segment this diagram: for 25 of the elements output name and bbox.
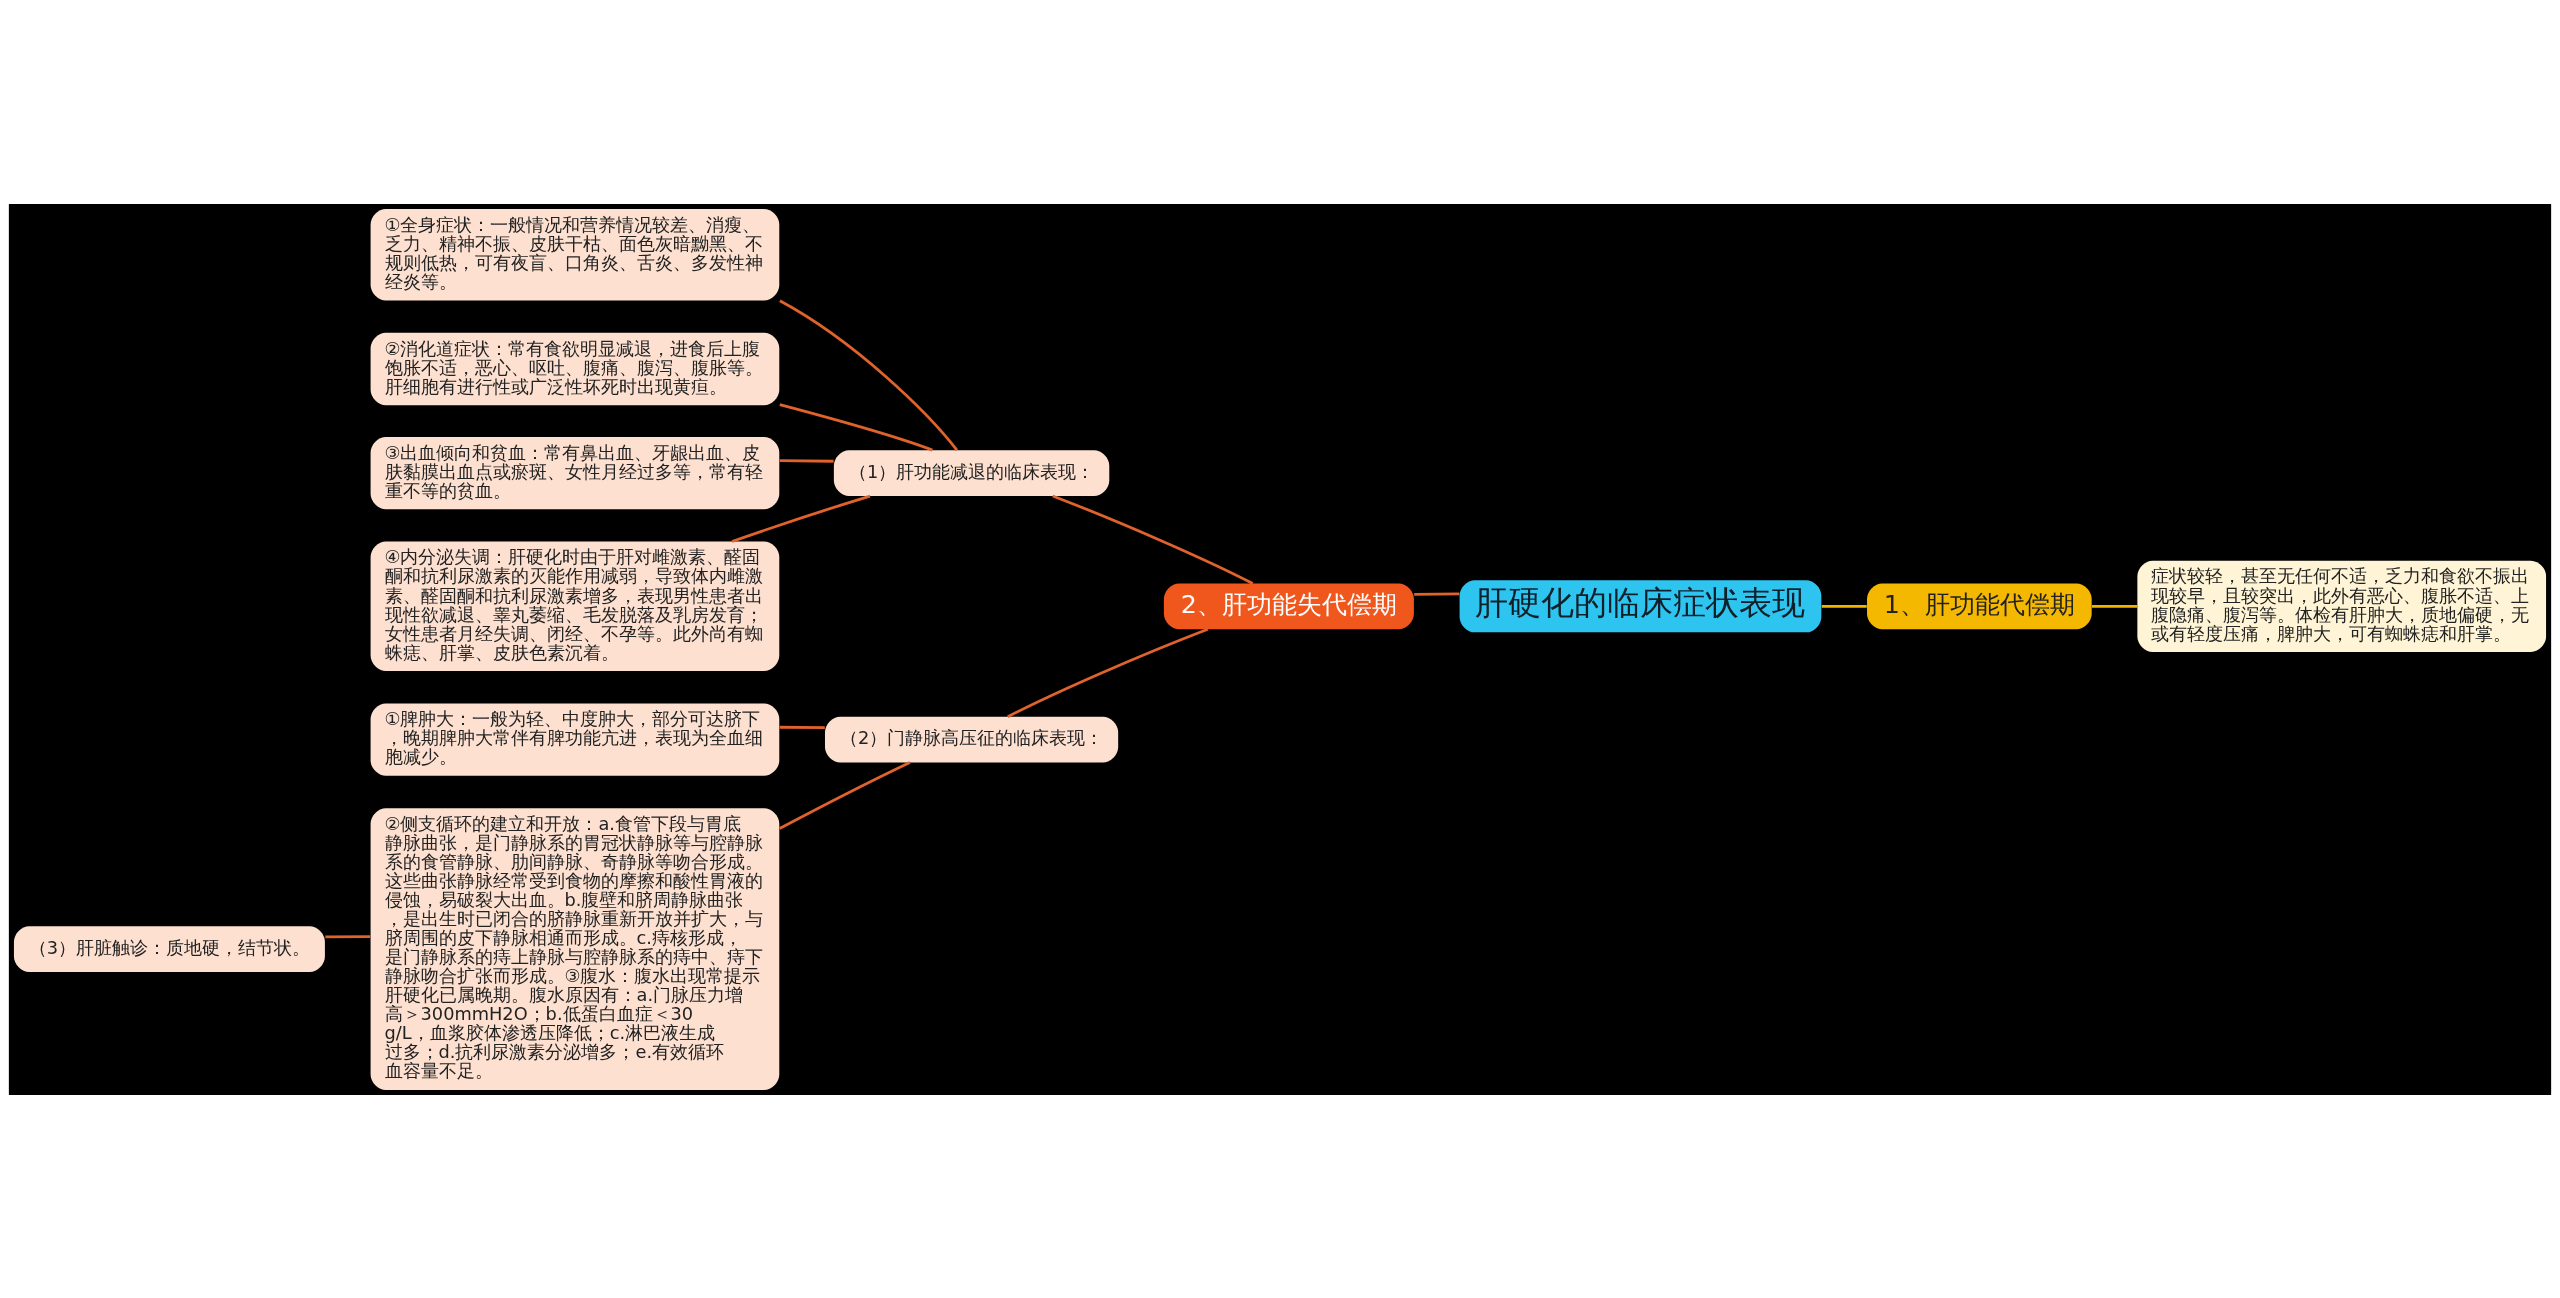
connector xyxy=(1052,494,1254,585)
connector xyxy=(779,458,834,463)
node-box: ①全身症状：一般情况和营养情况较差、消瘦、乏力、精神不振、皮肤干枯、面色灰暗黝黑、不规则低热，可有夜盲、口角炎、舌炎、多发性神经炎等。 xyxy=(370,208,780,300)
node-box: ④内分泌失调：肝硬化时由于肝对雌激素、醛固酮和抗利尿激素的灭能作用减弱，导致体内雌激素、醛固酮和抗利尿激素增多，表现男性患者出现性欲减退、睾丸萎缩、毛发脱落及乳房发育；女性患者月经失调、闭经、不孕等。此外尚有蜘蛛痣、肝掌、皮肤色素沉着。 xyxy=(370,541,780,671)
node-box: （3）肝脏触诊：质地硬，结节状。 xyxy=(13,925,325,972)
node-box: 2、肝功能失代偿期 xyxy=(1163,583,1414,629)
node-box: 1、肝功能代偿期 xyxy=(1867,583,2092,629)
node-box: ③出血倾向和贫血：常有鼻出血、牙龈出血、皮肤黏膜出血点或瘀斑、女性月经过多等，常有轻重不等的贫血。 xyxy=(370,436,780,509)
connector xyxy=(779,402,933,451)
node-box: 肝硬化的临床症状表现 xyxy=(1459,579,1822,632)
node-box: ①脾肿大：一般为轻、中度肿大，部分可达脐下，晚期脾肿大常伴有脾功能亢进，表现为全血细胞减少。 xyxy=(370,702,780,776)
connector xyxy=(779,299,958,451)
node-box: 症状较轻，甚至无任何不适，乏力和食欲不振出现较早，且较突出，此外有恶心、腹胀不适、上腹隐痛、腹泻等。体检有肝肿大，质地偏硬，无或有轻度压痛，脾肿大，可有蜘蛛痣和肝掌。 xyxy=(2137,560,2547,652)
connector xyxy=(1821,604,1867,608)
connector xyxy=(1007,627,1209,718)
connector xyxy=(325,934,371,938)
connector xyxy=(2092,604,2138,608)
node-box: ②消化道症状：常有食欲明显减退，进食后上腹饱胀不适，恶心、呕吐、腹痛、腹泻、腹胀等。肝细胞有进行性或广泛性坏死时出现黄疸。 xyxy=(370,332,780,405)
connector xyxy=(779,725,825,729)
node-box: （1）肝功能减退的临床表现： xyxy=(833,449,1110,496)
node-box: ②侧支循环的建立和开放：a.食管下段与胃底静脉曲张，是门静脉系的胃冠状静脉等与腔静脉系的食管静脉、肋间静脉、奇静脉等吻合形成。这些曲张静脉经常受到食物的摩擦和酸性胃液的侵蚀，易破裂大出血。b.腹壁和脐周静脉曲张，是出生时已闭合的脐静脉重新开放并扩大，与脐周围的皮下静脉相通而形成。c.痔核形成，是门静脉系的痔上静脉与腔静脉系的痔中、痔下静脉吻合扩张而形成。③腹水：腹水出现常提示肝硬化已属晚期。腹水原因有：a.门脉压力增高＞300mmH2O；b.低蛋白血症＜30g/L，血浆胶体渗透压降低；c.淋巴液生成过多；d.抗利尿激素分泌增多；e.有效循环血容量不足。 xyxy=(370,807,780,1090)
connector xyxy=(731,494,871,543)
node-box: （2）门静脉高压征的临床表现： xyxy=(825,716,1119,762)
connector xyxy=(778,760,911,830)
connector xyxy=(1414,592,1460,596)
